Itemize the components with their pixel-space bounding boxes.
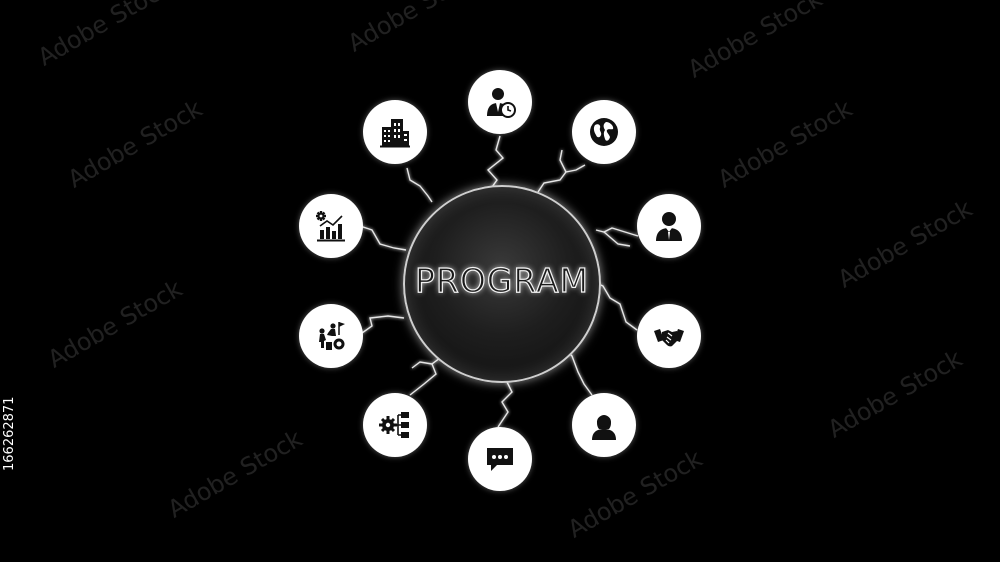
node-gear-hierarchy (363, 393, 427, 457)
node-office-buildings (363, 100, 427, 164)
bolt-to-teamwork (361, 315, 405, 334)
bolt-branch-1 (603, 231, 631, 247)
hub-label: PROGRAM (414, 260, 589, 300)
office-buildings-icon (380, 119, 410, 148)
globe-icon (590, 118, 618, 146)
node-gear-growth (299, 194, 363, 258)
gear-growth-chart-icon (316, 211, 345, 242)
businesswoman-icon (592, 415, 616, 440)
node-teamwork-goal (299, 304, 363, 368)
handshake-icon (654, 329, 684, 347)
bolt-to-gear-growth (359, 225, 407, 251)
node-businesswoman (572, 393, 636, 457)
bolt-to-globe (537, 164, 586, 193)
gear-hierarchy-icon (379, 412, 409, 438)
bolt-to-businessman (595, 227, 639, 237)
teamwork-goal-icon (319, 322, 345, 350)
chat-bubble-icon (487, 448, 513, 471)
bolt-to-chat (497, 379, 513, 428)
bolt-to-gear-hierarchy (409, 354, 445, 396)
node-businessman-clock (468, 70, 532, 134)
businessman-clock-icon (487, 88, 516, 118)
node-handshake (637, 304, 701, 368)
bolt-to-handshake (593, 281, 638, 331)
bolt-to-businesswoman (565, 349, 593, 396)
program-hub: PROGRAM (403, 185, 601, 383)
node-globe (572, 100, 636, 164)
bolt-to-buildings (406, 167, 433, 203)
bolt-branch-2 (559, 149, 567, 173)
node-chat (468, 427, 532, 491)
image-id: 166262871 (2, 396, 17, 471)
businessman-icon (656, 212, 682, 241)
bolt-branch-3 (411, 361, 433, 369)
bolt-to-businessman-clock (486, 135, 505, 188)
node-businessman (637, 194, 701, 258)
